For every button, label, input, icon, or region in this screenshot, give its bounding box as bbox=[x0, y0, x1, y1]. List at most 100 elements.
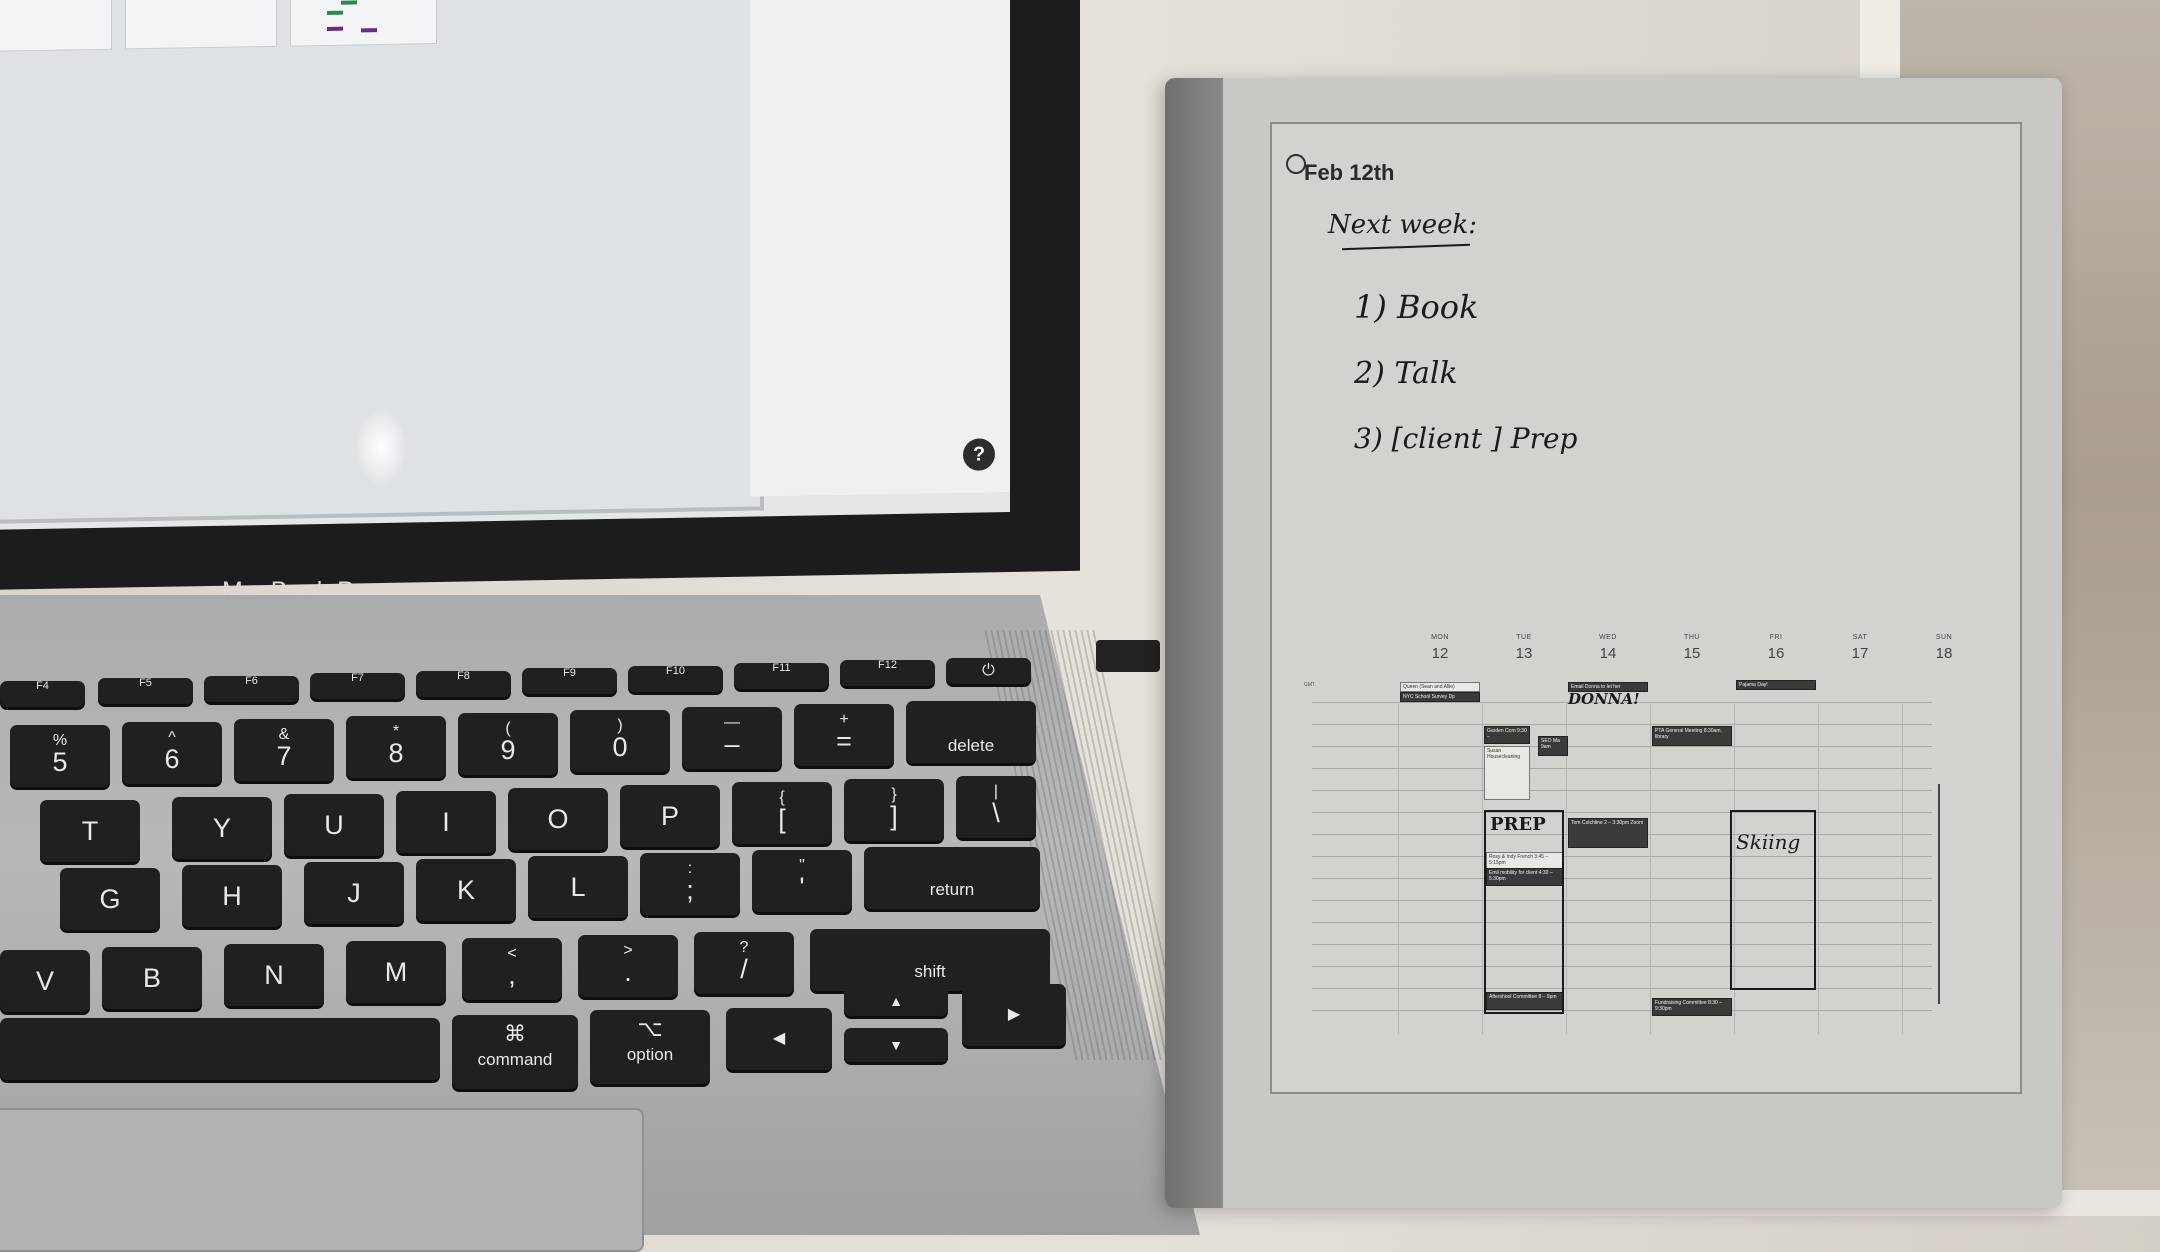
skiing-box bbox=[1730, 810, 1816, 990]
calendar-event: Fundraising Committee 8:30 – 9:30pm bbox=[1652, 998, 1732, 1016]
grid-line bbox=[1312, 724, 1932, 725]
key-f11[interactable]: F11 bbox=[734, 663, 829, 689]
heading-underline bbox=[1342, 243, 1470, 251]
key-f6[interactable]: F6 bbox=[204, 676, 299, 702]
key-f10[interactable]: F10 bbox=[628, 666, 723, 692]
key-l[interactable]: L bbox=[528, 856, 628, 918]
key-o[interactable]: O bbox=[508, 788, 608, 850]
tablet-page[interactable]: Feb 12th Next week: 1) Book 2) Talk 3) [… bbox=[1270, 122, 2022, 1094]
note-item-2: 2) Talk bbox=[1354, 356, 1458, 391]
key-g[interactable]: G bbox=[60, 868, 160, 930]
key-k[interactable]: K bbox=[416, 859, 516, 921]
key-m[interactable]: M bbox=[346, 941, 446, 1003]
laptop-screen: ? bbox=[0, 0, 1010, 530]
calendar-event: Garden Com 9:30 – bbox=[1484, 726, 1530, 744]
key-backslash[interactable]: |\ bbox=[956, 776, 1036, 838]
key-quote[interactable]: "' bbox=[752, 850, 852, 912]
grid-column bbox=[1734, 704, 1735, 1034]
key-command[interactable]: ⌘command bbox=[452, 1015, 578, 1089]
trackpad[interactable] bbox=[0, 1108, 644, 1252]
key-equals[interactable]: += bbox=[794, 704, 894, 766]
key-7[interactable]: &7 bbox=[234, 719, 334, 781]
page-thumbnail[interactable] bbox=[290, 0, 437, 47]
power-button[interactable]: ⏻ bbox=[946, 658, 1031, 684]
key-5[interactable]: %5 bbox=[10, 725, 110, 787]
space-bar[interactable] bbox=[0, 1018, 440, 1080]
grid-column bbox=[1902, 704, 1903, 1034]
key-return[interactable]: return bbox=[864, 847, 1040, 909]
key-semicolon[interactable]: :; bbox=[640, 853, 740, 915]
key-slash[interactable]: ?/ bbox=[694, 932, 794, 994]
page-thumbnail[interactable] bbox=[125, 0, 277, 50]
key-0[interactable]: )0 bbox=[570, 710, 670, 772]
key-option[interactable]: ⌥option bbox=[590, 1010, 710, 1084]
key-f4[interactable]: F4 bbox=[0, 681, 85, 707]
grid-line bbox=[1312, 988, 1932, 989]
key-v[interactable]: V bbox=[0, 950, 90, 1012]
key-period[interactable]: >. bbox=[578, 935, 678, 997]
grid-column bbox=[1566, 704, 1567, 1034]
key-arrow-right[interactable]: ▶ bbox=[962, 984, 1066, 1046]
key-minus[interactable]: —– bbox=[682, 707, 782, 769]
key-h[interactable]: H bbox=[182, 865, 282, 927]
calendar-event: NYC School Survey Dp bbox=[1400, 692, 1480, 702]
key-delete[interactable]: delete bbox=[906, 701, 1036, 763]
key-8[interactable]: *8 bbox=[346, 716, 446, 778]
key-f5[interactable]: F5 bbox=[98, 678, 193, 704]
key-arrow-up[interactable]: ▲ bbox=[844, 986, 948, 1016]
key-f8[interactable]: F8 bbox=[416, 671, 511, 697]
note-item-3: 3) [client ] Prep bbox=[1354, 422, 1578, 455]
key-comma[interactable]: <, bbox=[462, 938, 562, 1000]
handwritten-donna: DONNA! bbox=[1568, 690, 1640, 708]
calendar-event: Email Donna to let her bbox=[1568, 682, 1648, 692]
key-u[interactable]: U bbox=[284, 794, 384, 856]
chart-bar bbox=[327, 26, 343, 31]
laptop-bezel: ? bbox=[0, 0, 1080, 590]
key-shift[interactable]: shift bbox=[810, 929, 1050, 991]
chart-bar bbox=[361, 28, 377, 33]
grid-line bbox=[1312, 790, 1932, 791]
scrollbar[interactable] bbox=[1938, 784, 1940, 1004]
usb-plug bbox=[1096, 640, 1160, 672]
key-f9[interactable]: F9 bbox=[522, 668, 617, 694]
calendar-event: Pajama Day! bbox=[1736, 680, 1816, 690]
key-arrow-left[interactable]: ◀ bbox=[726, 1008, 832, 1070]
key-j[interactable]: J bbox=[304, 862, 404, 924]
chart-bar bbox=[341, 0, 357, 5]
page-thumbnail[interactable] bbox=[0, 0, 112, 53]
chart-bar bbox=[327, 10, 343, 15]
key-b[interactable]: B bbox=[102, 947, 202, 1009]
key-n[interactable]: N bbox=[224, 944, 324, 1006]
key-close-bracket[interactable]: }] bbox=[844, 779, 944, 841]
document-pane[interactable] bbox=[0, 0, 764, 524]
note-heading: Next week: bbox=[1328, 210, 1478, 240]
grid-line bbox=[1312, 900, 1932, 901]
key-open-bracket[interactable]: {[ bbox=[732, 782, 832, 844]
grid-line bbox=[1312, 944, 1932, 945]
grid-line bbox=[1312, 702, 1932, 703]
key-9[interactable]: (9 bbox=[458, 713, 558, 775]
prep-box bbox=[1484, 810, 1564, 1014]
key-6[interactable]: ^6 bbox=[122, 722, 222, 784]
calendar-event: Aftershool Committee 8 – 9pm bbox=[1486, 992, 1564, 1010]
key-arrow-down[interactable]: ▼ bbox=[844, 1028, 948, 1062]
key-i[interactable]: I bbox=[396, 791, 496, 853]
side-pane[interactable] bbox=[750, 0, 1010, 497]
key-t[interactable]: T bbox=[40, 800, 140, 862]
screen-glare bbox=[355, 407, 407, 487]
key-f7[interactable]: F7 bbox=[310, 673, 405, 699]
grid-line bbox=[1312, 966, 1932, 967]
calendar-event: Queen (Sean and Allie) bbox=[1400, 682, 1480, 692]
key-p[interactable]: P bbox=[620, 785, 720, 847]
grid-column bbox=[1482, 704, 1483, 1034]
grid-line bbox=[1312, 878, 1932, 879]
key-y[interactable]: Y bbox=[172, 797, 272, 859]
key-f12[interactable]: F12 bbox=[840, 660, 935, 686]
